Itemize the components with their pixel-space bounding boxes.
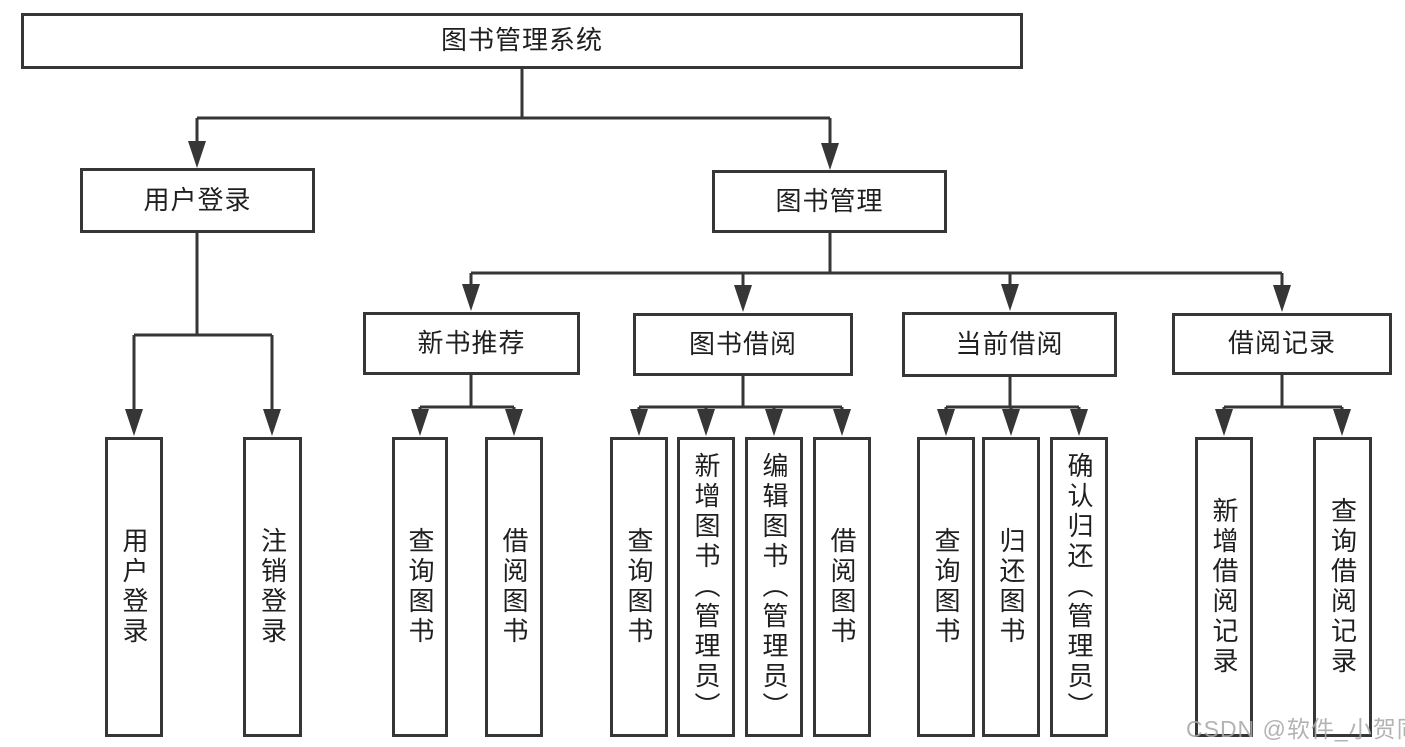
leaf-query-books-borrow: 查询图书 — [610, 437, 668, 737]
node-borrow-records: 借阅记录 — [1172, 313, 1392, 375]
connector-user-login — [125, 233, 281, 436]
leaf-logout: 注销登录 — [243, 437, 302, 737]
leaf-user-login: 用户登录 — [105, 437, 163, 737]
connector-new-book-recommend — [411, 375, 523, 436]
leaf-confirm-return-admin: 确认归还（管理员） — [1050, 437, 1108, 737]
node-book-management: 图书管理 — [712, 170, 947, 233]
leaf-add-book-admin: 新增图书（管理员） — [677, 437, 735, 737]
node-user-login: 用户登录 — [80, 168, 315, 233]
node-new-book-recommend: 新书推荐 — [363, 312, 580, 375]
leaf-borrow-books-recommend: 借阅图书 — [485, 437, 543, 737]
csdn-watermark: CSDN @软件_小贺同学 — [1186, 716, 1405, 742]
node-root-system: 图书管理系统 — [21, 13, 1023, 69]
leaf-edit-book-admin: 编辑图书（管理员） — [745, 437, 803, 737]
node-current-borrow: 当前借阅 — [902, 312, 1117, 377]
leaf-return-book: 归还图书 — [982, 437, 1040, 737]
leaf-query-books-current: 查询图书 — [917, 437, 975, 737]
connector-book-borrow — [630, 376, 851, 436]
connector-borrow-records — [1215, 375, 1351, 436]
leaf-add-borrow-record: 新增借阅记录 — [1195, 437, 1253, 737]
connector-root — [188, 69, 839, 170]
leaf-borrow-books: 借阅图书 — [813, 437, 871, 737]
leaf-query-borrow-record: 查询借阅记录 — [1313, 437, 1372, 737]
leaf-query-books-recommend: 查询图书 — [392, 437, 448, 737]
node-book-borrow: 图书借阅 — [633, 313, 853, 376]
connector-current-borrow — [937, 377, 1088, 436]
connector-book-management — [462, 233, 1291, 312]
